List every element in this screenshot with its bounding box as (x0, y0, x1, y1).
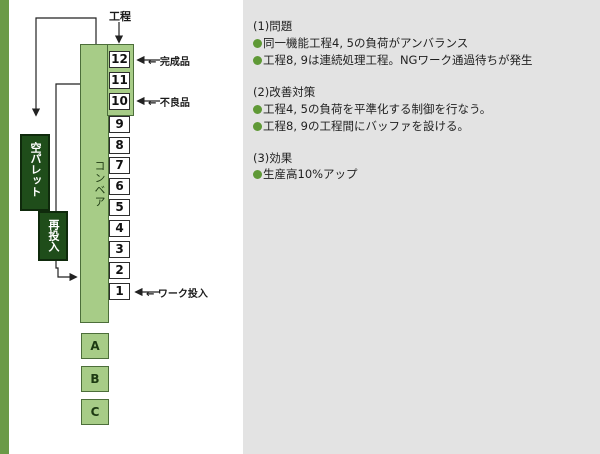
improvement-item: 工程8, 9の工程間にバッファを設ける。 (253, 118, 469, 134)
left-accent-bar (0, 0, 9, 454)
conveyor-label: コンベア (93, 160, 106, 208)
empty-pallet-label: 空パレット (29, 142, 42, 197)
reinput-box: 再投入 (38, 211, 68, 261)
process-8: 8 (109, 137, 130, 154)
problem-item-text: 工程8, 9は連続処理工程。NGワーク通過待ちが発生 (263, 53, 533, 67)
bullet-icon (253, 122, 262, 131)
work-input-label: ← ワーク投入 (146, 289, 208, 300)
process-3: 3 (109, 241, 130, 258)
problem-heading: (1)問題 (253, 19, 293, 33)
conveyor (80, 44, 109, 323)
reinput-label: 再投入 (47, 219, 60, 252)
improvement-item: 工程4, 5の負荷を平準化する制御を行なう。 (253, 101, 491, 117)
text-panel-bg (243, 0, 600, 454)
improvement-item-text: 工程8, 9の工程間にバッファを設ける。 (263, 119, 469, 133)
process-9: 9 (109, 116, 130, 133)
process-top-label: 工程 (109, 10, 131, 23)
problem-item-text: 同一機能工程4, 5の負荷がアンバランス (263, 36, 469, 50)
process-2: 2 (109, 262, 130, 279)
improvement-heading: (2)改善対策 (253, 85, 316, 99)
station-c: C (81, 399, 109, 425)
reinput-line (55, 83, 80, 282)
improvement-item-text: 工程4, 5の負荷を平準化する制御を行なう。 (263, 102, 492, 116)
process-diagram: 工程 コンベア 12 11 10 9 8 7 6 5 4 3 2 1 ← 完成品… (0, 0, 243, 454)
return-line-top (31, 17, 97, 117)
bullet-icon (253, 39, 262, 48)
finished-label: ← 完成品 (148, 57, 190, 68)
effect-heading: (3)効果 (253, 151, 293, 165)
process-11: 11 (109, 72, 130, 89)
station-b: B (81, 366, 109, 392)
process-10: 10 (109, 93, 130, 110)
effect-item-text: 生産高10%アップ (263, 167, 358, 181)
bullet-icon (253, 170, 262, 179)
left-accent-gap (9, 0, 12, 454)
process-12: 12 (109, 51, 130, 68)
process-5: 5 (109, 199, 130, 216)
effect-item: 生産高10%アップ (253, 166, 358, 182)
process-7: 7 (109, 157, 130, 174)
defective-label: ← 不良品 (148, 98, 190, 109)
process-4: 4 (109, 220, 130, 237)
process-6: 6 (109, 178, 130, 195)
problem-item: 同一機能工程4, 5の負荷がアンバランス (253, 35, 468, 51)
bullet-icon (253, 56, 262, 65)
empty-pallet-box: 空パレット (20, 134, 50, 211)
problem-item: 工程8, 9は連続処理工程。NGワーク通過待ちが発生 (253, 52, 532, 68)
bullet-icon (253, 105, 262, 114)
station-a: A (81, 333, 109, 359)
process-1: 1 (109, 283, 130, 300)
